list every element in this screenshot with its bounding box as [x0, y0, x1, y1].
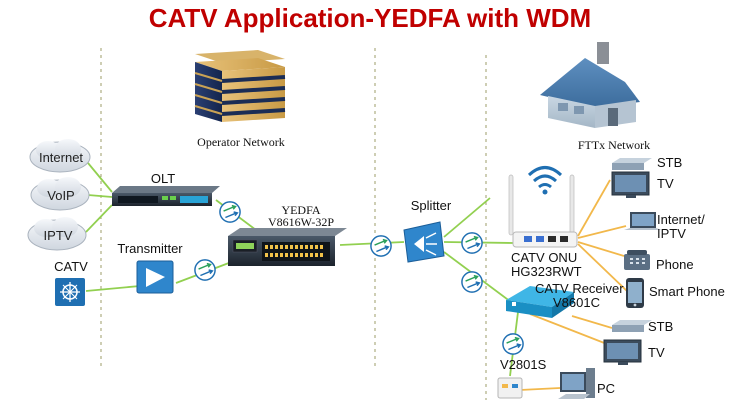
splitter-device	[403, 221, 445, 263]
fiber-coupler-icon	[502, 333, 524, 355]
onu-device	[508, 174, 578, 248]
laptop-icon	[624, 212, 662, 230]
link-onu-tv	[577, 179, 611, 237]
fiber-coupler-icon	[461, 232, 483, 254]
link-catv-transmitter	[85, 285, 141, 292]
tv-bottom-icon	[603, 339, 642, 365]
fiber-coupler-icon	[219, 201, 241, 223]
ftth-network-label: FTTx Network	[578, 138, 650, 152]
phone-label: Phone	[656, 257, 694, 272]
pc-label: PC	[597, 381, 615, 396]
link-onu-laptop	[577, 225, 627, 239]
receiver-device	[506, 286, 574, 318]
link-onu-phone	[577, 241, 625, 257]
internet-iptv-label-line1: Internet/	[657, 212, 705, 227]
cloud-internet: Internet	[29, 139, 91, 173]
smartphone-icon	[626, 278, 644, 308]
catv-source-label: CATV	[54, 259, 88, 274]
phone-icon	[624, 250, 650, 270]
link-splitter-up	[443, 197, 491, 238]
cloud-iptv: IPTV	[27, 217, 87, 251]
tv-top-label: TV	[657, 176, 674, 191]
smartphone-label: Smart Phone	[649, 284, 725, 299]
link-onu-smartphone	[577, 243, 629, 293]
catv-source-icon	[55, 278, 85, 306]
fiber-coupler-icon	[461, 271, 483, 293]
onu-label: CATV ONU	[511, 250, 577, 265]
link-internet-olt	[87, 162, 113, 193]
house-icon	[540, 42, 640, 128]
link-iptv-olt	[85, 204, 113, 233]
tv-top-icon	[611, 171, 650, 198]
yedfa-device	[228, 228, 347, 266]
coupler-device	[497, 377, 523, 399]
transmitter-device	[136, 260, 174, 294]
diagram-title: CATV Application-YEDFA with WDM	[149, 3, 591, 33]
office-building-icon	[194, 50, 286, 122]
coupler-label: V2801S	[500, 357, 547, 372]
internet-iptv-label-line2: IPTV	[657, 226, 686, 241]
link-coupler-pc	[519, 387, 561, 391]
olt-label: OLT	[151, 171, 175, 186]
fiber-coupler-icon	[370, 235, 392, 257]
link-voip-olt	[87, 194, 113, 198]
link-receiver-tv	[529, 313, 613, 347]
onu-model-label: HG323RWT	[511, 264, 582, 279]
receiver-model-label: V8601C	[553, 295, 600, 310]
tv-bottom-label: TV	[648, 345, 665, 360]
operator-network-label: Operator Network	[197, 135, 285, 149]
stb-bottom-icon	[612, 320, 652, 332]
splitter-label: Splitter	[411, 198, 452, 213]
fiber-coupler-icon	[194, 259, 216, 281]
olt-device	[112, 186, 220, 206]
receiver-label: CATV Receiver	[535, 281, 624, 296]
wifi-icon	[527, 166, 563, 195]
cloud-iptv-label: IPTV	[44, 228, 73, 243]
cloud-voip: VoIP	[30, 177, 90, 211]
transmitter-label: Transmitter	[117, 241, 183, 256]
pc-icon	[558, 368, 595, 399]
cloud-internet-label: Internet	[39, 150, 83, 165]
link-receiver-stb	[571, 315, 613, 329]
stb-top-icon	[612, 158, 652, 170]
stb-top-label: STB	[657, 155, 682, 170]
yedfa-label: YEDFA	[281, 203, 320, 217]
yedfa-model-label: V8616W-32P	[268, 215, 334, 229]
stb-bottom-label: STB	[648, 319, 673, 334]
coax-links	[519, 179, 629, 391]
cloud-voip-label: VoIP	[47, 188, 74, 203]
